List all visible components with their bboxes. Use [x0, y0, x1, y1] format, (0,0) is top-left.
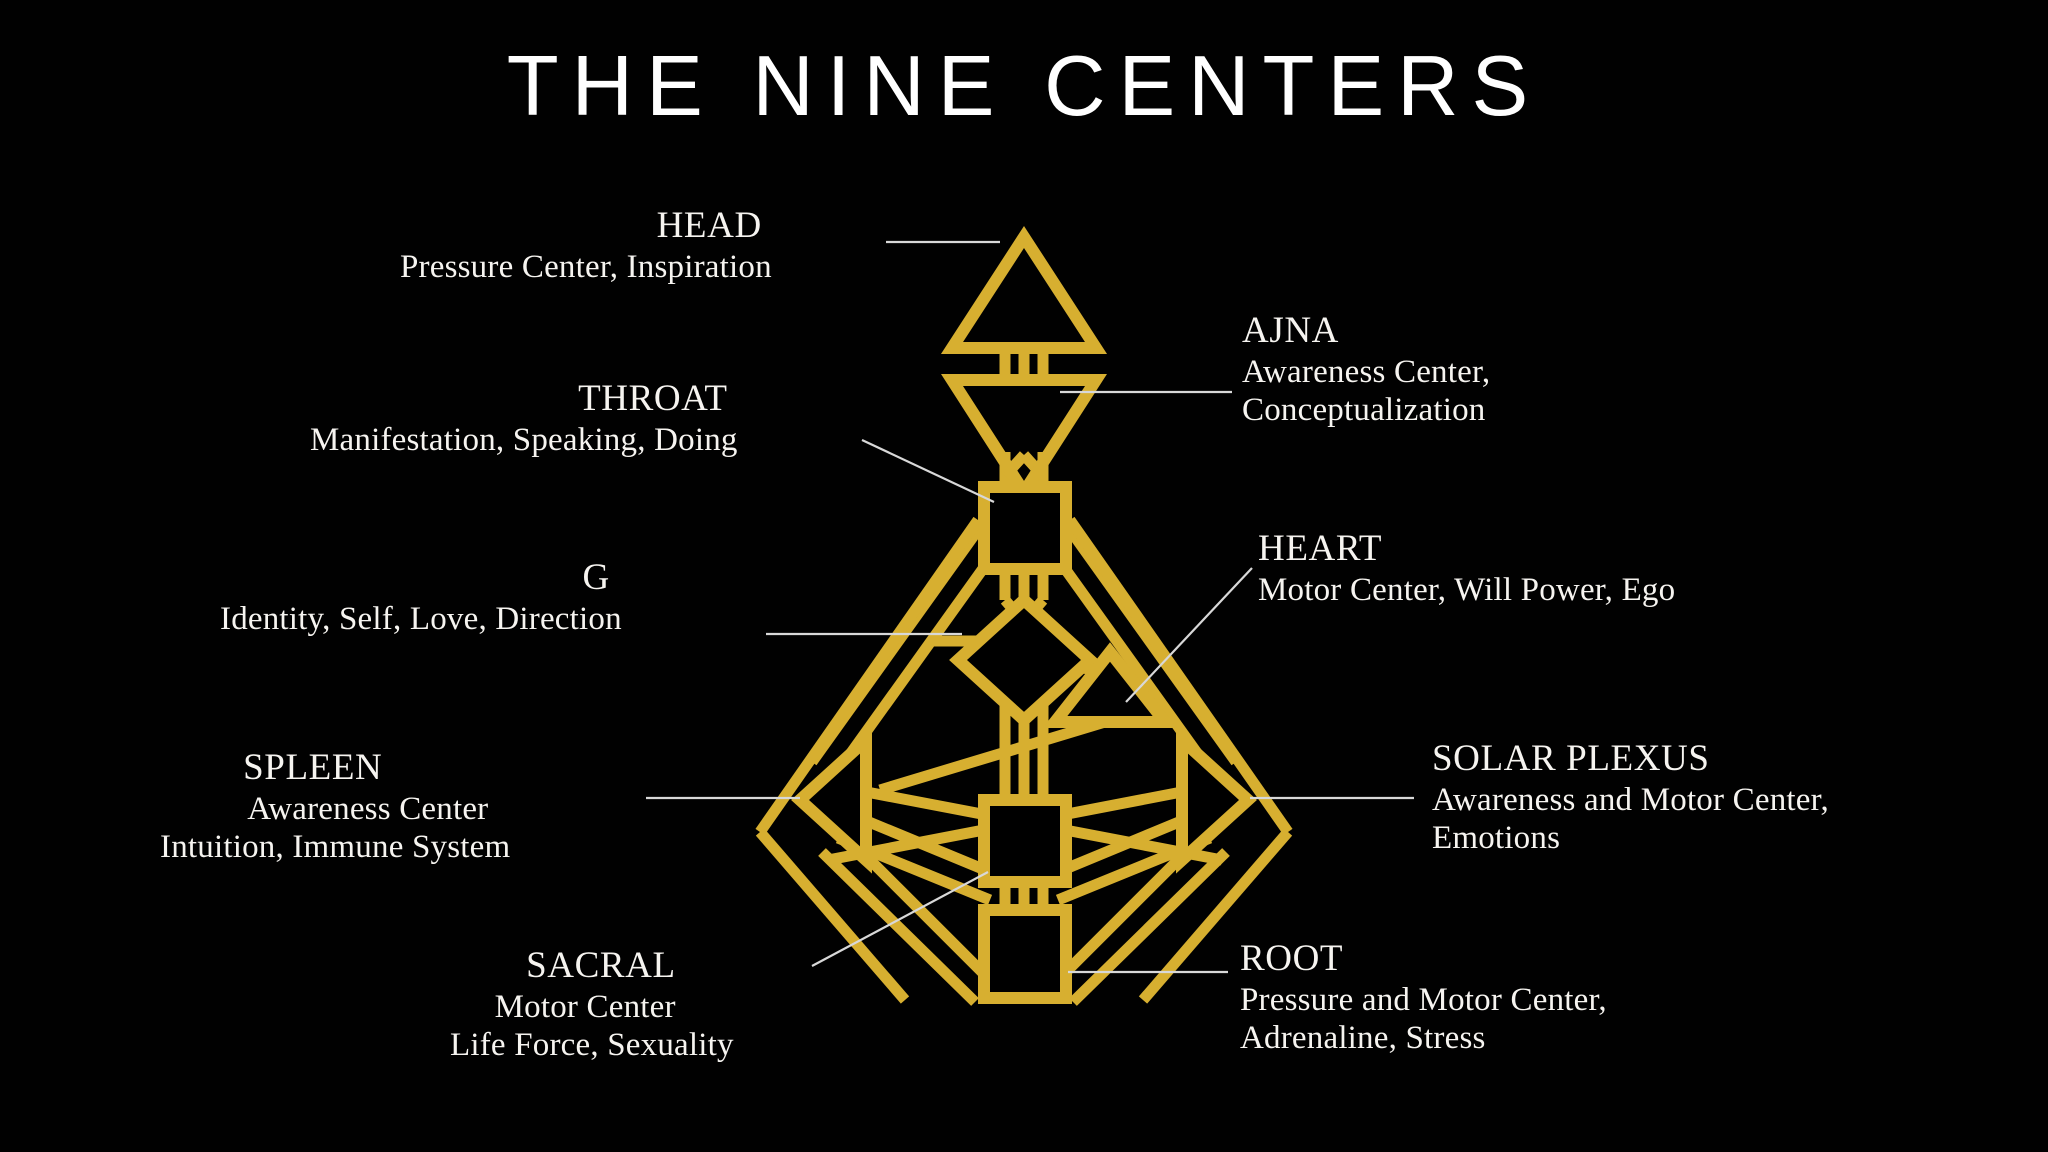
- leader-line-heart: [1125, 567, 1253, 703]
- label-heart-name: HEART: [1258, 528, 1383, 569]
- label-g-name: G: [582, 557, 610, 598]
- label-head: HEAD Pressure Center, Inspiration: [400, 205, 772, 286]
- label-spleen-desc2: Intuition, Immune System: [160, 829, 511, 866]
- label-head-desc: Pressure Center, Inspiration: [400, 248, 772, 285]
- label-throat: THROAT Manifestation, Speaking, Doing: [310, 378, 738, 459]
- label-spleen-name: SPLEEN: [243, 747, 383, 788]
- label-ajna: AJNA Awareness Center, Conceptualization: [1242, 310, 1490, 429]
- label-g: G Identity, Self, Love, Direction: [220, 557, 622, 638]
- label-solar-plexus-name: SOLAR PLEXUS: [1432, 738, 1710, 779]
- label-root-desc2: Adrenaline, Stress: [1240, 1020, 1486, 1057]
- label-g-desc: Identity, Self, Love, Direction: [220, 600, 622, 637]
- channel-g-heart: [1046, 652, 1100, 678]
- label-heart-desc: Motor Center, Will Power, Ego: [1258, 571, 1676, 608]
- leader-line-sacral: [811, 871, 989, 967]
- channel-solar-sacral: [1055, 804, 1213, 906]
- channel-central-spine: [999, 520, 1049, 912]
- channel-heart-spleen: [878, 716, 1107, 796]
- channel-spleen-solar: [826, 779, 1224, 866]
- channel-throat-root-left: [755, 516, 983, 1004]
- label-solar-plexus-desc2: Emotions: [1432, 820, 1561, 857]
- label-ajna-desc2: Conceptualization: [1242, 392, 1486, 429]
- label-sacral-desc1: Motor Center: [494, 988, 676, 1025]
- label-head-name: HEAD: [656, 205, 762, 246]
- channel-ajna-throat: [999, 451, 1049, 516]
- label-ajna-name: AJNA: [1242, 310, 1339, 351]
- label-solar-plexus: SOLAR PLEXUS Awareness and Motor Center,…: [1432, 738, 1829, 857]
- label-root-name: ROOT: [1240, 938, 1344, 979]
- label-spleen: SPLEEN Awareness Center Intuition, Immun…: [160, 747, 510, 866]
- center-shape-sacral: [978, 794, 1072, 888]
- channel-throat-spleen: [807, 516, 1005, 789]
- label-solar-plexus-desc1: Awareness and Motor Center,: [1432, 781, 1829, 818]
- center-shape-root: [978, 904, 1072, 1004]
- center-shape-ajna: [941, 374, 1107, 504]
- label-spleen-desc1: Awareness Center: [247, 790, 489, 827]
- label-sacral-name: SACRAL: [526, 945, 676, 986]
- label-root: ROOT Pressure and Motor Center, Adrenali…: [1240, 938, 1607, 1057]
- center-shape-heart: [1042, 642, 1178, 728]
- label-throat-name: THROAT: [578, 378, 728, 419]
- label-ajna-desc1: Awareness Center,: [1242, 353, 1491, 390]
- label-root-desc1: Pressure and Motor Center,: [1240, 981, 1607, 1018]
- center-shape-g: [949, 591, 1099, 729]
- channel-spleen-root: [818, 834, 1002, 1006]
- center-shape-solar-plexus: [1176, 726, 1257, 874]
- channel-throat-solar: [1043, 516, 1241, 789]
- label-sacral: SACRAL Motor Center Life Force, Sexualit…: [450, 945, 734, 1064]
- center-shape-spleen: [791, 726, 872, 874]
- center-shape-head: [940, 225, 1108, 354]
- label-heart: HEART Motor Center, Will Power, Ego: [1258, 528, 1675, 609]
- channel-throat-root-right: [1065, 516, 1293, 1004]
- label-throat-desc: Manifestation, Speaking, Doing: [310, 421, 738, 458]
- page-title: THE NINE CENTERS: [506, 39, 1542, 134]
- label-sacral-desc2: Life Force, Sexuality: [450, 1027, 734, 1064]
- leader-line-throat: [861, 439, 995, 503]
- channel-spleen-sacral: [835, 804, 993, 906]
- center-shape-throat: [978, 481, 1072, 575]
- channel-head-ajna: [999, 348, 1049, 378]
- channel-solar-root: [1046, 834, 1230, 1006]
